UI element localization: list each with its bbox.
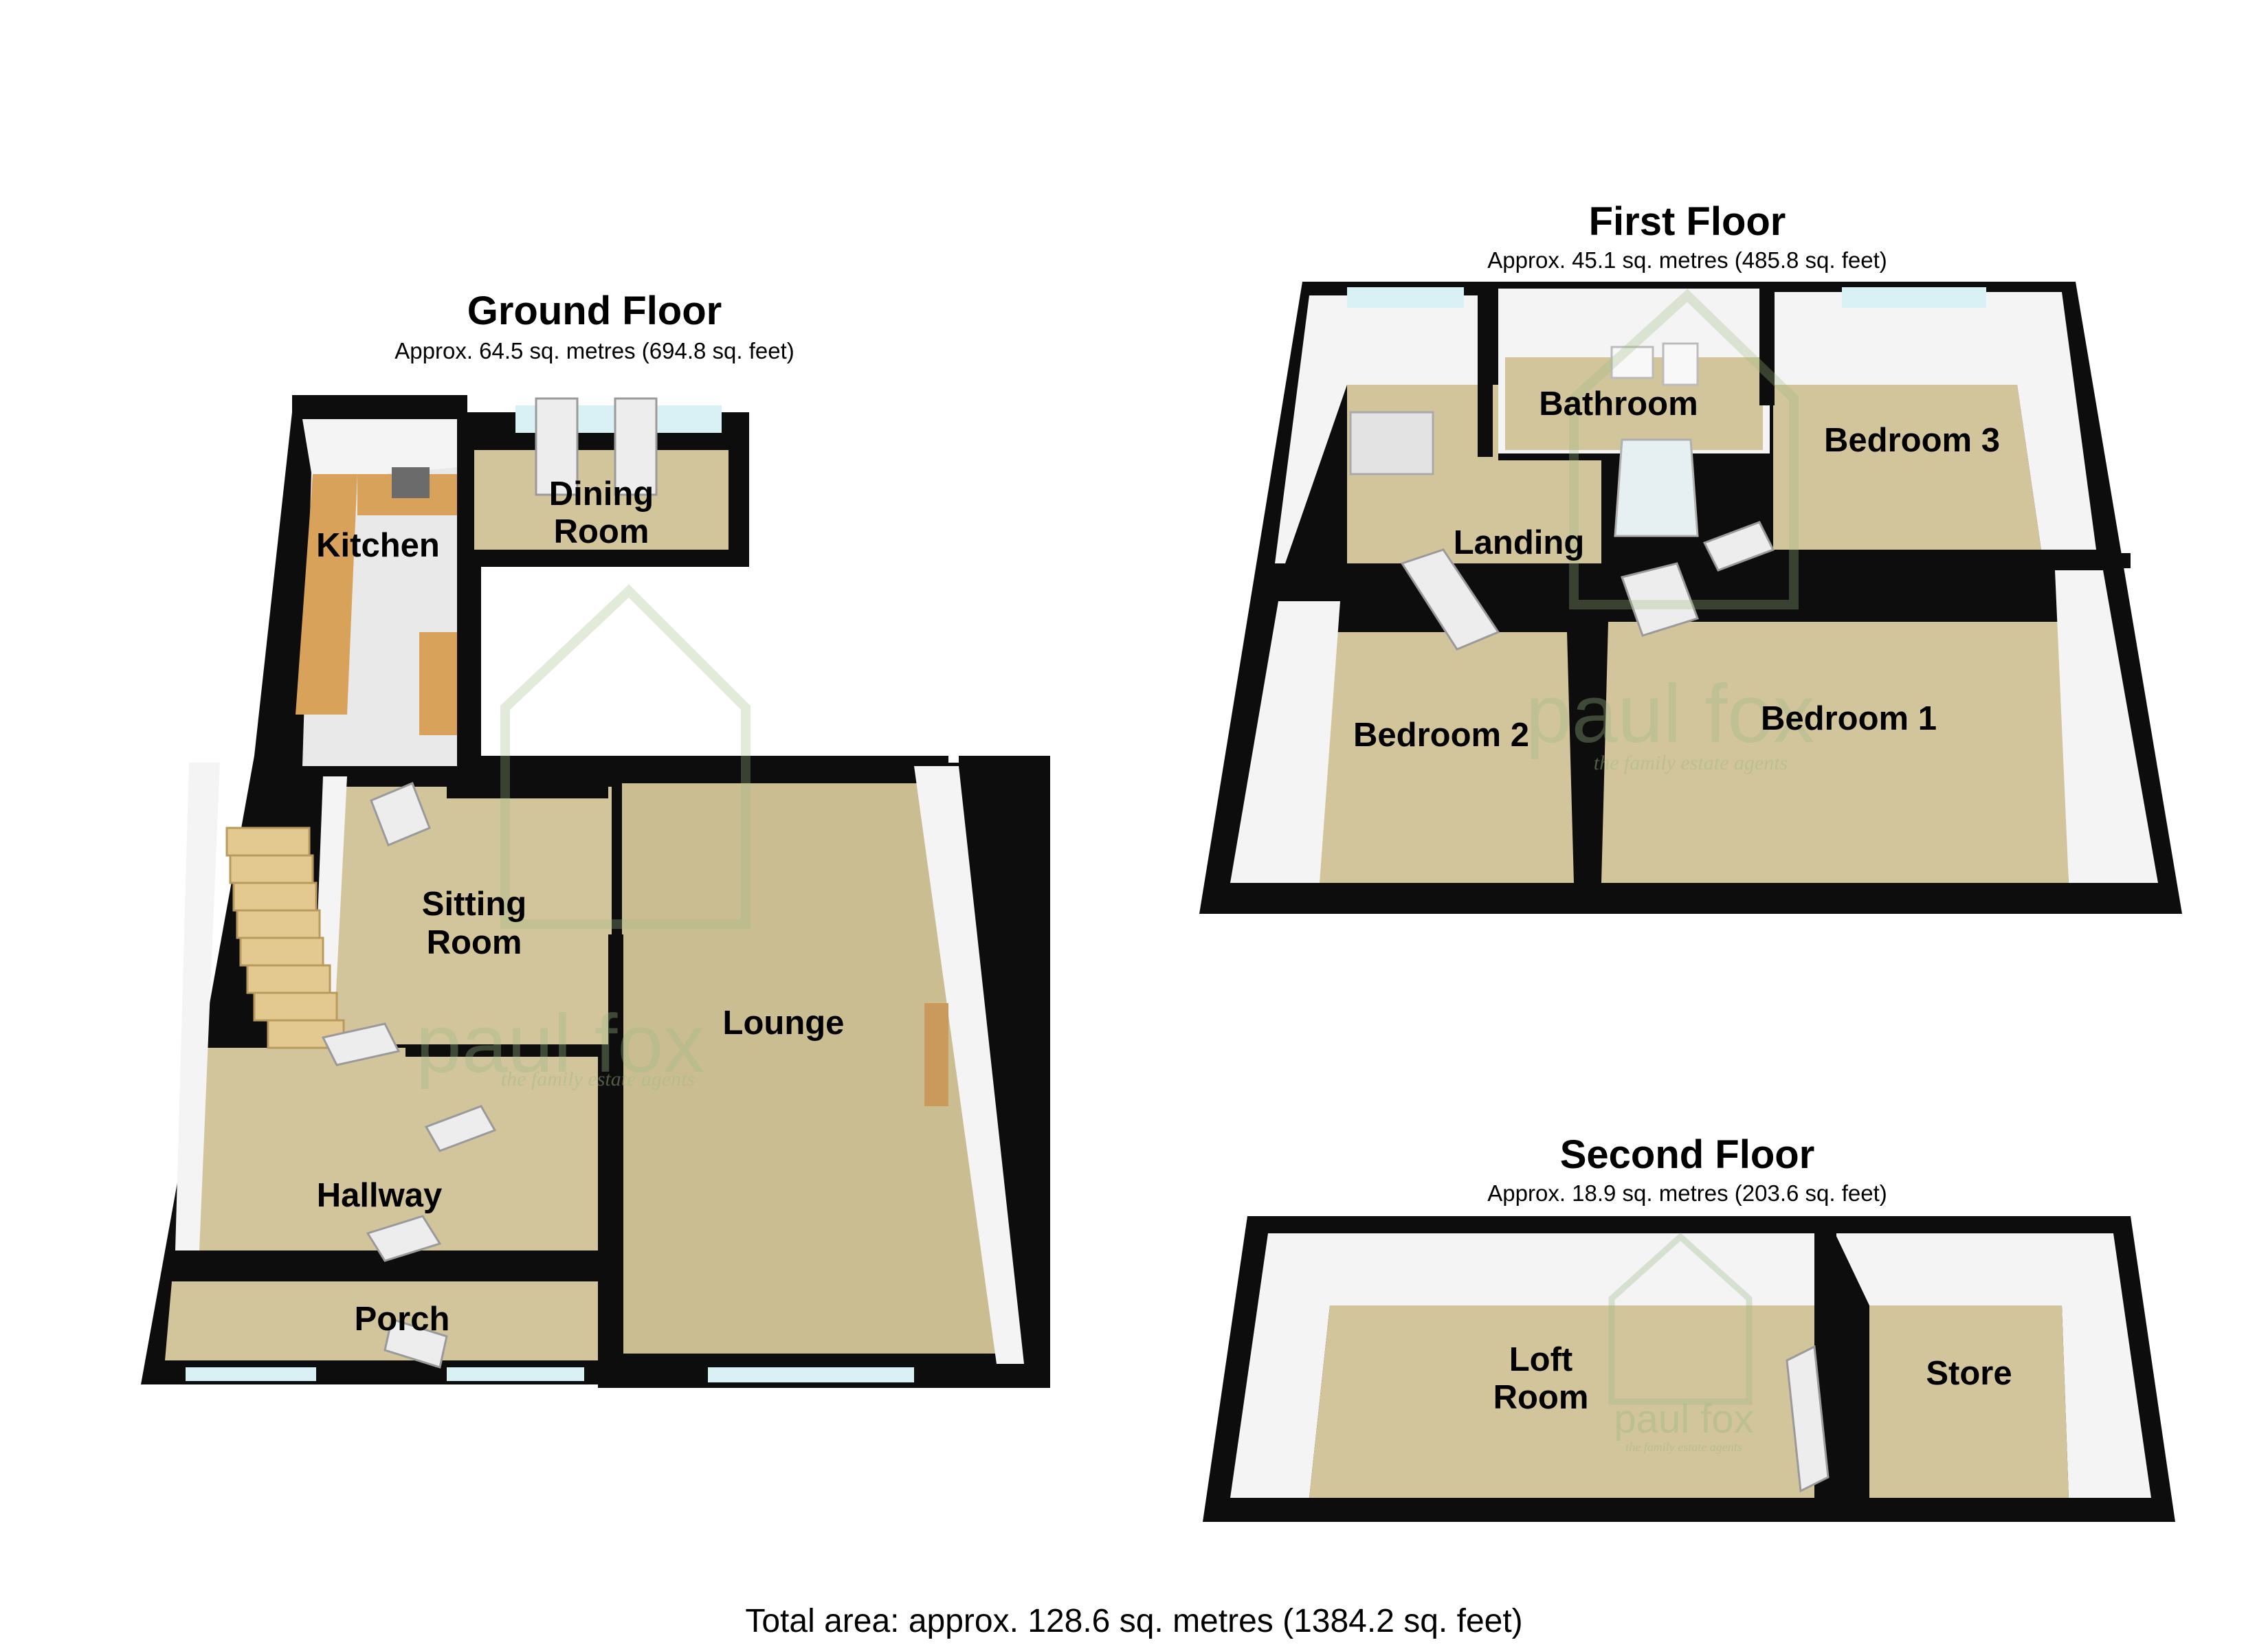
watermark-tagline-text-first: the family estate agents (1594, 752, 1788, 774)
lounge-window (708, 1367, 914, 1382)
second-floor-area: Approx. 18.9 sq. metres (203.6 sq. feet) (1487, 1180, 1887, 1206)
bedroom-divider-wall (1574, 581, 1590, 914)
first-floor-area: Approx. 45.1 sq. metres (485.8 sq. feet) (1487, 247, 1887, 273)
french-door-right (614, 397, 658, 496)
sitting-room-door (321, 1022, 401, 1066)
bedroom1-top-wall (1601, 553, 2131, 568)
room-label-sitting-1: Sitting (422, 886, 526, 923)
bedroom-3-floor (1773, 385, 2041, 550)
lounge-floor (622, 783, 1003, 1354)
total-area: Total area: approx. 128.6 sq. metres (13… (745, 1603, 1522, 1639)
front-door (383, 1318, 448, 1369)
french-door-left (535, 397, 579, 496)
ground-floor-title: Ground Floor (467, 289, 722, 333)
watermark-tagline-text: the family estate agents (501, 1068, 695, 1090)
second-floor (1203, 1216, 2175, 1522)
room-label-bathroom: Bathroom (1539, 385, 1698, 423)
watermark-brand-text: paul fox (416, 998, 704, 1090)
porch-window-left (186, 1367, 316, 1381)
room-label-landing: Landing (1454, 524, 1585, 561)
loft-room-wall (1230, 1233, 1814, 1498)
bedroom-2-wall (1230, 601, 1340, 883)
stair-rail (1349, 411, 1434, 475)
bedroom-2-floor (1278, 632, 1574, 883)
porch-floor (165, 1281, 598, 1360)
store-door (1786, 1345, 1830, 1493)
hallway-top-wall (405, 1044, 612, 1057)
bathroom-left-wall (1478, 289, 1493, 457)
second-floor-title: Second Floor (1560, 1132, 1815, 1177)
first-floor (1199, 282, 2182, 914)
watermark-second: paul fox the family estate agents (1608, 1232, 1754, 1454)
lounge-door (424, 1105, 497, 1152)
kitchen-counter-right (419, 632, 457, 735)
loft-room-floor (1309, 1305, 1814, 1498)
hallway-floor (189, 1048, 598, 1250)
room-label-lounge: Lounge (723, 1005, 845, 1042)
bedroom-2-door (1400, 548, 1500, 651)
hallway-door (366, 1215, 442, 1262)
watermark-house-icon (500, 584, 751, 929)
room-label-bedroom-3: Bedroom 3 (1824, 422, 2000, 459)
landing-window (1347, 287, 1464, 308)
lounge-divider-wall (608, 934, 623, 1388)
room-label-store: Store (1926, 1355, 2012, 1392)
room-label-dining-2: Room (554, 513, 649, 550)
hob (392, 467, 430, 498)
toilet (1662, 342, 1699, 386)
room-label-sitting-2: Room (427, 924, 522, 961)
watermark-first: paul fox the family estate agents (1526, 289, 1814, 774)
store-wall (1835, 1233, 2151, 1498)
bathroom-door (1702, 521, 1775, 572)
watermark-house-icon-first (1569, 289, 1799, 609)
kitchen-wall-face (302, 419, 457, 481)
room-label-porch: Porch (355, 1301, 450, 1338)
room-label-dining-1: Dining (549, 475, 654, 513)
bedroom-1-door (1621, 562, 1699, 637)
sitting-room-floor (316, 787, 612, 1044)
room-label-loft-1: Loft (1509, 1341, 1573, 1378)
watermark-brand-text-first: paul fox (1526, 668, 1814, 760)
room-label-loft-2: Room (1493, 1379, 1589, 1416)
watermark-ground: paul fox the family estate agents (416, 584, 751, 1090)
room-label-bedroom-2: Bedroom 2 (1353, 717, 1529, 754)
ground-floor (141, 395, 1050, 1388)
ground-floor-area: Approx. 64.5 sq. metres (694.8 sq. feet) (394, 338, 794, 363)
bedroom-3-window (1842, 287, 1986, 308)
lounge-wall-left (914, 766, 1024, 1364)
first-floor-title: First Floor (1589, 199, 1786, 244)
room-label-bedroom-1: Bedroom 1 (1761, 700, 1937, 737)
bathroom-right-wall (1759, 289, 1775, 405)
watermark-tagline-text-second: the family estate agents (1625, 1440, 1742, 1454)
room-label-hallway: Hallway (317, 1177, 442, 1214)
bedroom-1-floor (1601, 622, 2069, 883)
bedroom-3-wall (1773, 292, 2096, 550)
sink (1610, 346, 1654, 379)
ground-stairs (225, 827, 345, 1049)
watermark-brand-text-second: paul fox (1614, 1397, 1753, 1442)
kitchen-door (370, 782, 431, 846)
kitchen-counter-left (296, 474, 357, 715)
porch-window-right (447, 1367, 584, 1381)
watermark-house-icon-second (1608, 1232, 1753, 1405)
room-label-kitchen: Kitchen (316, 527, 440, 564)
hall-side-wall (175, 763, 220, 1250)
shower (1614, 438, 1699, 537)
bedroom-1-wall (2055, 570, 2158, 883)
fireplace (924, 1003, 948, 1106)
store-floor (1869, 1305, 2069, 1498)
sitting-top-wall (447, 783, 608, 798)
landing-wall (1275, 295, 1491, 563)
